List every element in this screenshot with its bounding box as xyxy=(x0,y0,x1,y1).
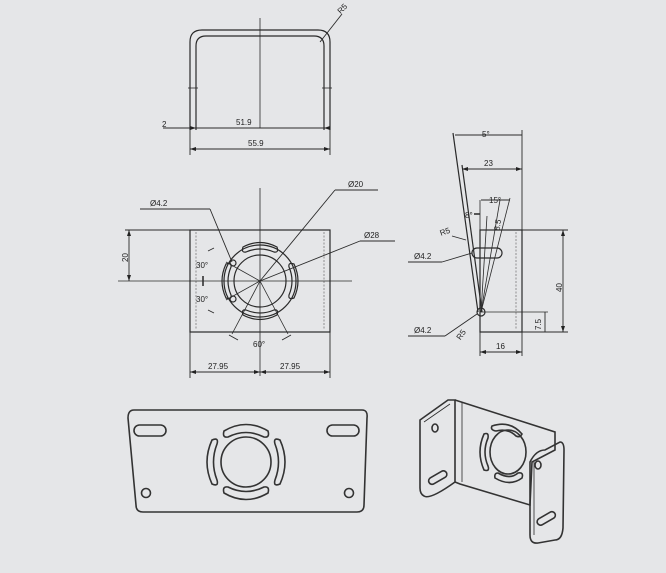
upper-hole-label: Ø4.2 xyxy=(414,252,432,261)
small-angle-label: 8° xyxy=(465,211,473,220)
angle-upper-label: 30° xyxy=(196,261,208,270)
side-view: 5° 23 15° 8° 8.5 R5 Ø4.2 Ø4.2 R5 40 xyxy=(408,130,568,356)
hole-label: Ø4.2 xyxy=(150,199,168,208)
height-label: 20 xyxy=(121,253,130,262)
angle-bottom-label: 60° xyxy=(253,340,265,349)
top-view: R5 51.9 2 55.9 xyxy=(162,2,350,155)
half-width-left-label: 27.95 xyxy=(208,362,229,371)
lower-radius-label: R5 xyxy=(455,328,469,342)
outer-circle-label: Ø28 xyxy=(364,231,380,240)
side-radius-label: R5 xyxy=(439,226,452,238)
inner-circle-label: Ø20 xyxy=(348,180,364,189)
lower-hole-label: Ø4.2 xyxy=(414,326,432,335)
side-width-label: 23 xyxy=(484,159,493,168)
outer-width-label: 55.9 xyxy=(248,139,264,148)
slot-label: 8.5 xyxy=(492,218,503,231)
top-radius-label: R5 xyxy=(336,2,350,16)
isometric-view xyxy=(419,399,565,544)
angle-lower-label: 30° xyxy=(196,295,208,304)
front-view: Ø4.2 Ø20 Ø28 20 30° 30° 60° 27.95 27.9 xyxy=(118,180,395,378)
base-label: 16 xyxy=(496,342,505,351)
inner-width-label: 51.9 xyxy=(236,118,252,127)
slot-angle-label: 15° xyxy=(489,196,501,205)
thickness-label: 2 xyxy=(162,120,167,129)
side-angle-top-label: 5° xyxy=(482,130,490,139)
offset-label: 7.5 xyxy=(534,318,543,330)
flat-pattern-view xyxy=(127,409,368,513)
half-width-right-label: 27.95 xyxy=(280,362,301,371)
side-height-label: 40 xyxy=(555,283,564,292)
